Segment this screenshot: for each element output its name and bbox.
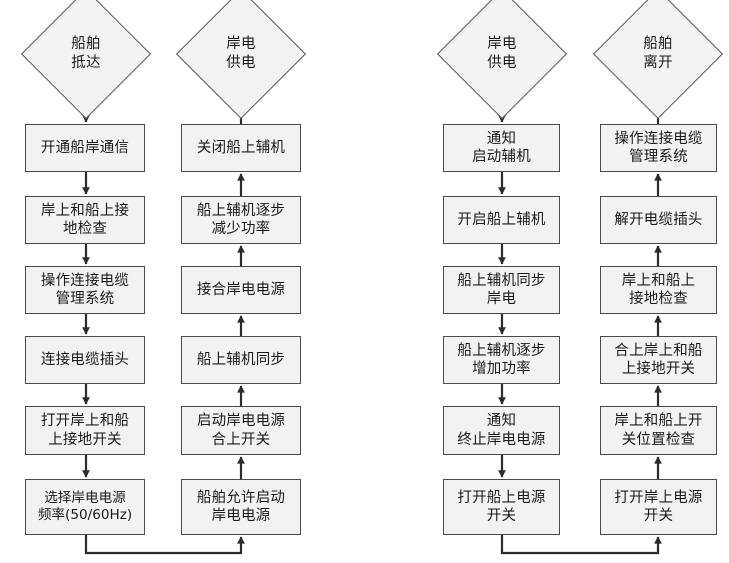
process-box-c1s6[interactable]: 选择岸电电源 频率(50/60Hz) [25,479,145,535]
process-box-c1s2[interactable]: 岸上和船上接 地检查 [25,196,145,244]
process-box-c1s4[interactable]: 连接电缆插头 [25,336,145,384]
terminator-ship-departure-label: 船舶 离开 [643,36,673,71]
terminator-ship-arrival-label: 船舶 抵达 [71,36,101,71]
process-box-c3s6[interactable]: 打开船上电源 开关 [443,479,560,535]
process-box-c2s2[interactable]: 船上辅机逐步 减少功率 [181,196,301,244]
process-box-c3s4[interactable]: 船上辅机逐步 增加功率 [443,336,560,384]
connector-c3s6-c4s6 [500,535,662,555]
process-box-c3s1[interactable]: 通知 启动辅机 [443,124,560,172]
process-box-c2s1[interactable]: 关闭船上辅机 [181,124,301,172]
process-box-c2s4[interactable]: 船上辅机同步 [181,336,301,384]
connector-c1s6-c2s6 [84,535,245,555]
process-box-c4s5[interactable]: 岸上和船上开 关位置检查 [600,406,717,455]
process-box-c2s3[interactable]: 接合岸电电源 [181,266,301,314]
terminator-shore-power-supply-left-label: 岸电 供电 [226,36,256,71]
process-box-c4s2[interactable]: 解开电缆插头 [600,196,717,244]
process-box-c3s5[interactable]: 通知 终止岸电电源 [443,406,560,455]
process-box-c2s6[interactable]: 船舶允许启动 岸电电源 [181,479,301,535]
process-box-c3s2[interactable]: 开启船上辅机 [443,196,560,244]
process-box-c4s4[interactable]: 合上岸上和船 上接地开关 [600,336,717,384]
process-box-c1s3[interactable]: 操作连接电缆 管理系统 [25,266,145,314]
process-box-c4s1[interactable]: 操作连接电缆 管理系统 [600,124,717,172]
process-box-c1s5[interactable]: 打开岸上和船 上接地开关 [25,406,145,455]
process-box-c4s6[interactable]: 打开岸上电源 开关 [600,479,717,535]
terminator-shore-power-supply-right-label: 岸电 供电 [487,36,517,71]
process-box-c2s5[interactable]: 启动岸电电源 合上开关 [181,406,301,455]
process-box-c3s3[interactable]: 船上辅机同步 岸电 [443,266,560,314]
process-box-c1s1[interactable]: 开通船岸通信 [25,124,145,172]
process-box-c4s3[interactable]: 岸上和船上 接地检查 [600,266,717,314]
